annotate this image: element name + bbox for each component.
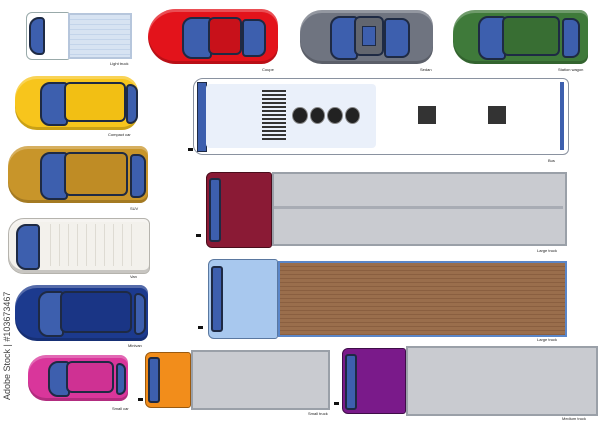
suv-label: SUV — [130, 206, 139, 211]
coupe-rear-window — [242, 19, 266, 57]
sedan-sunroof — [362, 26, 376, 46]
small-car-label: Small car — [112, 406, 129, 411]
station-wagon-roof — [504, 18, 558, 54]
sedan-label: Sedan — [420, 67, 432, 72]
coupe-windshield — [182, 17, 212, 59]
bus-roof-hatch — [488, 106, 506, 124]
light-truck-windshield — [29, 17, 45, 55]
large-truck-1-mirror — [196, 234, 201, 237]
bus-rear-window — [560, 82, 564, 150]
bus-vent-grille — [262, 90, 286, 140]
compact-car-windshield — [40, 82, 68, 126]
large-truck-1-trailer-seam — [274, 206, 563, 209]
medium-truck-windshield — [345, 354, 357, 410]
minivan-label: Minivan — [128, 343, 142, 348]
sedan-windshield — [330, 16, 358, 60]
small-car-rear-window — [116, 363, 126, 395]
van-windshield — [16, 224, 40, 270]
suv-roof — [66, 154, 126, 194]
compact-car-rear-window — [126, 84, 138, 124]
small-car-roof — [68, 363, 112, 391]
small-truck-label: Small truck — [308, 411, 328, 416]
light-truck-label: Light truck — [110, 61, 129, 66]
large-truck-2-flatbed — [278, 261, 567, 337]
station-wagon-label: Station wagon — [558, 67, 584, 72]
large-truck-2-windshield — [211, 266, 223, 332]
van-roof — [42, 224, 138, 266]
van-label: Van — [130, 274, 137, 279]
medium-truck-label: Medium truck — [562, 416, 587, 421]
small-car-windshield — [48, 361, 70, 397]
bus-roof-hatch — [418, 106, 436, 124]
suv-rear-window — [130, 154, 146, 198]
medium-truck-mirror — [334, 402, 339, 405]
compact-car-label: Compact car — [108, 132, 131, 137]
station-wagon-windshield — [478, 16, 506, 60]
large-truck-2-label: Large truck — [537, 337, 558, 342]
large-truck-2-mirror — [198, 326, 203, 329]
watermark: Adobe Stock | #103673467 — [2, 291, 12, 400]
large-truck-1-label: Large truck — [537, 248, 558, 253]
minivan-rear-window — [134, 293, 146, 335]
medium-truck-box — [406, 346, 598, 416]
minivan-windshield — [38, 291, 64, 337]
small-truck-windshield — [148, 357, 160, 403]
bus-ac-unit — [292, 107, 360, 124]
station-wagon-rear-window — [562, 18, 580, 58]
small-truck-box — [191, 350, 330, 410]
sedan-rear-window — [384, 18, 410, 58]
large-truck-1-trailer — [272, 172, 567, 246]
minivan-roof — [62, 293, 130, 331]
compact-car-roof — [66, 84, 124, 120]
light-truck-bed — [68, 13, 132, 59]
bus-label: Bus — [548, 158, 555, 163]
coupe-label: Coupe — [262, 67, 274, 72]
large-truck-1-windshield — [209, 178, 221, 242]
bus-mirror — [188, 148, 193, 151]
small-truck-mirror — [138, 398, 143, 401]
suv-windshield — [40, 152, 68, 200]
coupe-roof — [210, 19, 240, 53]
